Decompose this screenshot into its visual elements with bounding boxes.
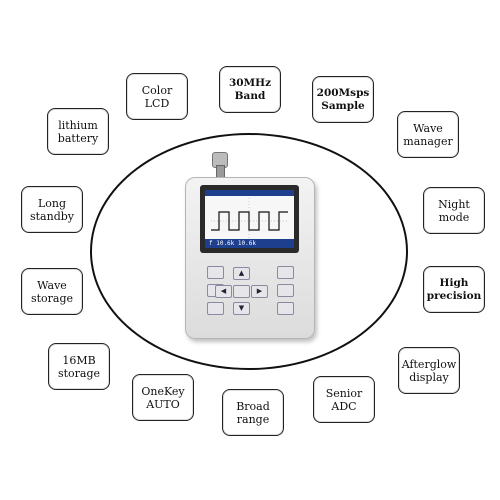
down-arrow-icon[interactable]: ▼ [233,302,250,315]
feature-30mhz-band: 30MHz Band [219,66,281,113]
oscilloscope-screen: f 10.6k 10.6k [205,190,294,248]
key-left-1[interactable] [207,266,224,279]
screen-readout: f 10.6k 10.6k [205,239,294,248]
feature-broad-range: Broad range [222,389,284,436]
feature-long-standby: Long standby [21,186,83,233]
feature-wave-manager: Wave manager [397,111,459,158]
key-left-3[interactable] [207,302,224,315]
key-right-1[interactable] [277,266,294,279]
feature-onekey-auto: OneKey AUTO [132,374,194,421]
feature-lithium-battery: lithium battery [47,108,109,155]
center-ok-button[interactable] [233,285,250,298]
key-right-2[interactable] [277,284,294,297]
device-ellipse [90,133,408,370]
feature-color-lcd: Color LCD [126,73,188,120]
right-arrow-icon[interactable]: ▶ [251,285,268,298]
feature-200msps-sample: 200Msps Sample [312,76,374,123]
up-arrow-icon[interactable]: ▲ [233,267,250,280]
feature-high-precision: High precision [423,266,485,313]
feature-16mb-storage: 16MB storage [48,343,110,390]
feature-afterglow-display: Afterglow display [398,347,460,394]
feature-senior-adc: Senior ADC [313,376,375,423]
left-arrow-icon[interactable]: ◀ [215,285,232,298]
square-wave-trace [211,211,288,231]
waveform-plot [211,198,288,239]
feature-wave-storage: Wave storage [21,268,83,315]
screen-status-bar [205,190,294,196]
feature-night-mode: Night mode [423,187,485,234]
key-right-3[interactable] [277,302,294,315]
